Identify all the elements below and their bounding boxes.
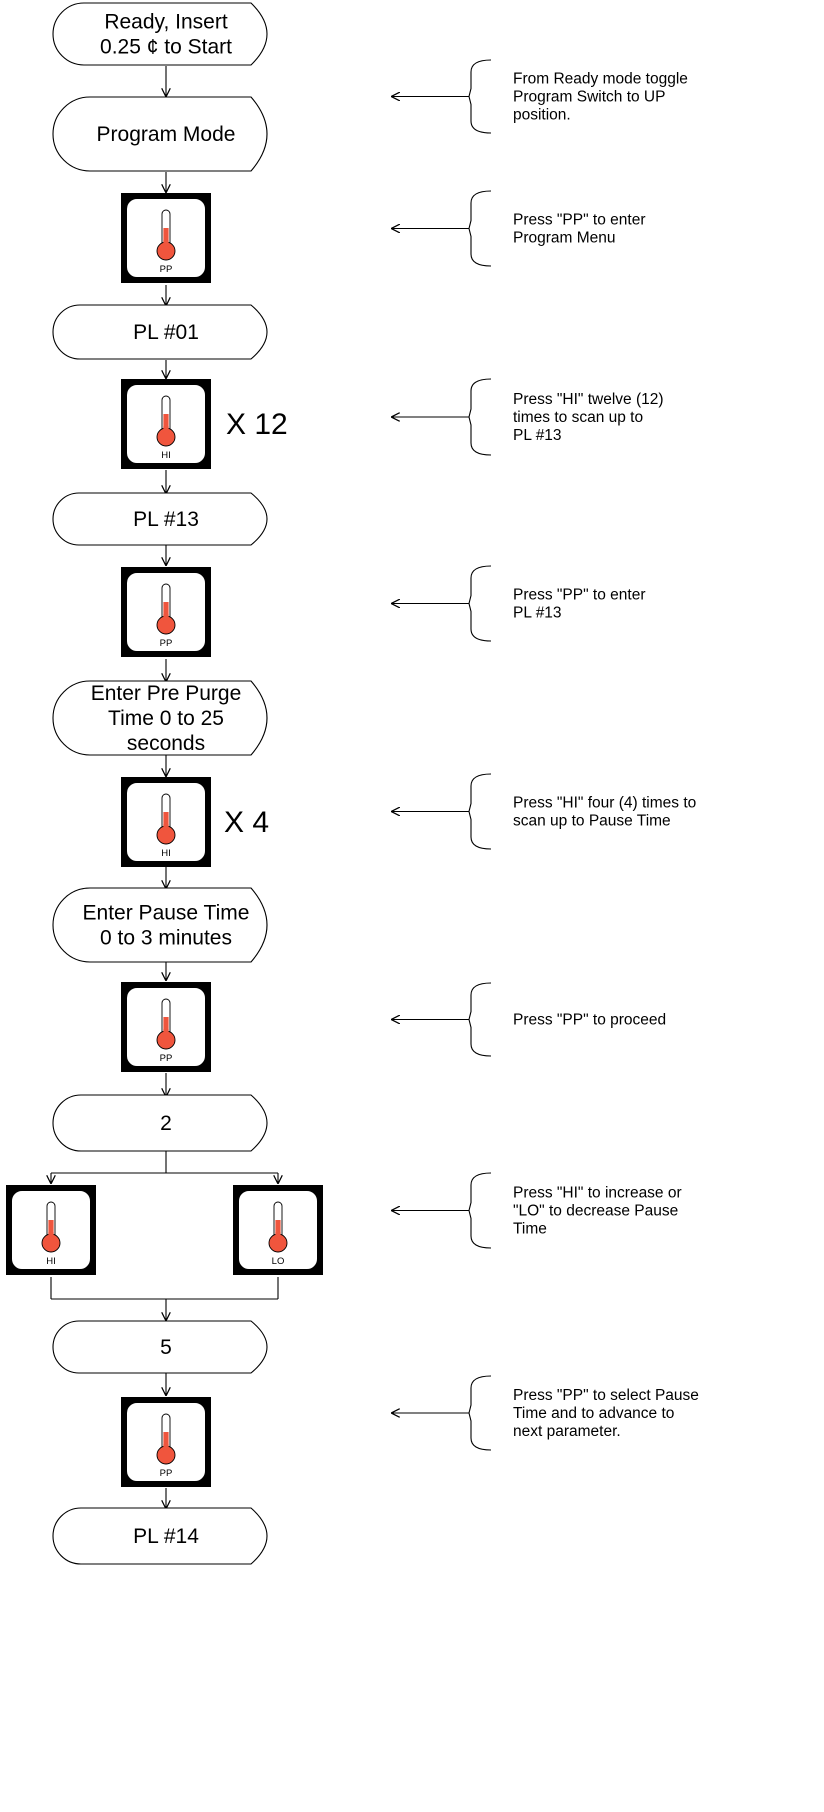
step-value-5-label: 5	[160, 1336, 172, 1359]
step-program-mode-label: Program Mode	[97, 123, 236, 146]
thermometer-icon	[156, 395, 176, 447]
step-pl13-label: PL #13	[133, 508, 199, 531]
step-value-2: 2	[52, 1094, 268, 1152]
note-scan-twelve-bracket	[468, 378, 492, 456]
note-select-text: Time and to advance to	[513, 1405, 674, 1422]
note-scan-twelve-text: PL #13	[513, 427, 562, 444]
thermometer-icon	[156, 998, 176, 1050]
step-value-5-shape	[52, 1320, 268, 1374]
pp-button-2: PP	[121, 567, 211, 657]
note-proceed: Press "PP" to proceed	[392, 982, 666, 1057]
note-program-switch-bracket	[468, 59, 492, 134]
step-pre-purge-label: seconds	[127, 732, 205, 755]
hi-button-1-label: HI	[161, 450, 171, 461]
hi-button-3: HI	[6, 1185, 96, 1275]
note-adjust-text: "LO" to decrease Pause	[513, 1203, 678, 1220]
pp-button-3-label: PP	[160, 1053, 173, 1064]
lo-button-label: LO	[272, 1256, 285, 1267]
step-pl14-shape	[52, 1507, 268, 1565]
note-adjust-text: Time	[513, 1221, 547, 1238]
pp-button-4-label: PP	[160, 1468, 173, 1479]
hi-button-1: HI	[121, 379, 211, 469]
pp-button-4: PP	[121, 1397, 211, 1487]
note-program-switch-text: Program Switch to UP	[513, 89, 665, 106]
step-program-mode-shape	[52, 96, 268, 172]
hi-button-2: HI	[121, 777, 211, 867]
hi-button-3-label: HI	[46, 1256, 56, 1267]
note-enter-menu-text: Press "PP" to enter	[513, 212, 645, 229]
step-pl01-shape	[52, 304, 268, 360]
thermometer-icon	[156, 583, 176, 635]
note-enter-menu-text: Program Menu	[513, 230, 616, 247]
pp-button-1-label: PP	[160, 264, 173, 275]
note-select-bracket	[468, 1375, 492, 1451]
step-pl13-shape	[52, 492, 268, 546]
note-scan-four-bracket	[468, 773, 492, 850]
multiplier-x4: X 4	[224, 806, 269, 839]
note-enter-pl13-text: Press "PP" to enter	[513, 587, 645, 604]
step-pl01-label: PL #01	[133, 321, 199, 344]
note-program-switch-text: From Ready mode toggle	[513, 71, 688, 88]
thermometer-icon	[156, 793, 176, 845]
note-scan-twelve-text: Press "HI" twelve (12)	[513, 391, 664, 408]
note-program-switch-text: position.	[513, 107, 571, 124]
thermometer-icon	[156, 1413, 176, 1465]
note-adjust-text: Press "HI" to increase or	[513, 1185, 682, 1202]
step-pause-time-label: 0 to 3 minutes	[100, 927, 232, 950]
pp-button-1: PP	[121, 193, 211, 283]
note-scan-four-text: scan up to Pause Time	[513, 813, 671, 830]
multiplier-x12: X 12	[226, 408, 288, 441]
step-value-2-label: 2	[160, 1112, 172, 1135]
hi-button-2-label: HI	[161, 848, 171, 859]
step-pause-time-shape	[52, 887, 268, 963]
note-enter-pl13-bracket	[468, 565, 492, 642]
thermometer-icon	[41, 1201, 61, 1253]
flow-connectors	[51, 66, 278, 1508]
note-enter-menu-bracket	[468, 190, 492, 267]
step-pl14: PL #14	[52, 1507, 268, 1565]
pp-button-3: PP	[121, 982, 211, 1072]
thermometer-icon	[156, 209, 176, 261]
note-enter-pl13-text: PL #13	[513, 605, 562, 622]
step-ready-label: Ready, Insert	[104, 11, 227, 34]
step-pl14-label: PL #14	[133, 1525, 199, 1548]
pp-button-2-label: PP	[160, 638, 173, 649]
step-ready-label: 0.25 ¢ to Start	[100, 36, 232, 59]
step-pause-time-label: Enter Pause Time	[83, 902, 250, 925]
note-proceed-text: Press "PP" to proceed	[513, 1012, 666, 1029]
step-ready-shape	[52, 2, 268, 66]
note-adjust: Press "HI" to increase or"LO" to decreas…	[392, 1172, 682, 1249]
thermometer-icon	[268, 1201, 288, 1253]
lo-button: LO	[233, 1185, 323, 1275]
step-pl13: PL #13	[52, 492, 268, 546]
note-select-text: Press "PP" to select Pause	[513, 1387, 699, 1404]
note-adjust-bracket	[468, 1172, 492, 1249]
note-scan-four-text: Press "HI" four (4) times to	[513, 795, 696, 812]
step-pre-purge-label: Time 0 to 25	[108, 707, 224, 730]
step-value-2-shape	[52, 1094, 268, 1152]
step-pre-purge-shape	[52, 680, 268, 756]
note-select-text: next parameter.	[513, 1423, 621, 1440]
step-value-5: 5	[52, 1320, 268, 1374]
note-proceed-bracket	[468, 982, 492, 1057]
note-scan-twelve-text: times to scan up to	[513, 409, 643, 426]
step-pre-purge-label: Enter Pre Purge	[91, 682, 242, 705]
step-program-mode: Program Mode	[52, 96, 268, 172]
step-pl01: PL #01	[52, 304, 268, 360]
note-scan-twelve: Press "HI" twelve (12)times to scan up t…	[392, 378, 664, 456]
